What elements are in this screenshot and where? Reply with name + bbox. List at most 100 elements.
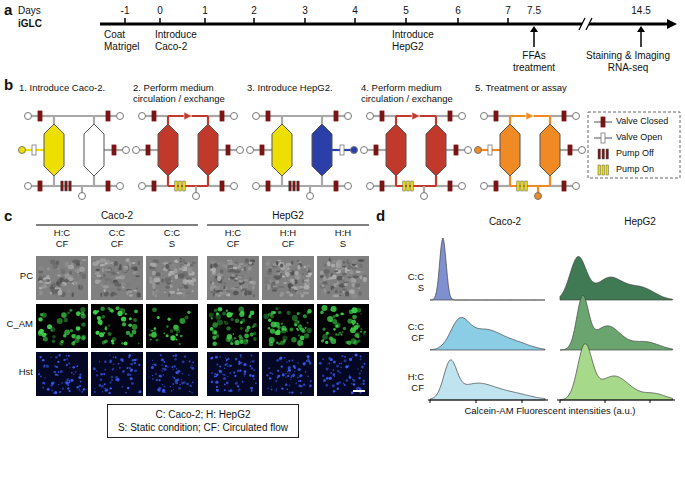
nucleus: [210, 358, 212, 360]
cell-speck: [345, 268, 348, 273]
micrograph-ground: [91, 304, 143, 348]
live-cell: [50, 327, 55, 332]
cell-speck: [240, 290, 242, 292]
live-cell: [100, 306, 105, 311]
event-arrow: [533, 31, 535, 47]
valve: [112, 145, 116, 155]
live-cell: [253, 323, 257, 327]
cell-speck: [169, 276, 172, 278]
nucleus: [61, 382, 63, 384]
cell-speck: [274, 275, 280, 279]
micrograph: [91, 256, 143, 300]
microfluidic-chip: [19, 111, 130, 200]
cell-speck: [272, 289, 277, 291]
live-cell: [176, 329, 180, 333]
axis-break: [586, 18, 592, 30]
cell-speck: [132, 272, 137, 274]
cell-speck: [178, 273, 184, 278]
pump: [525, 181, 527, 191]
port: [231, 113, 238, 120]
nucleus: [216, 389, 219, 392]
nucleus: [191, 365, 193, 367]
nucleus: [161, 371, 162, 372]
live-cell: [121, 342, 123, 344]
nucleus: [297, 362, 298, 363]
pump: [61, 181, 63, 191]
cell-speck: [135, 275, 140, 277]
live-cell: [103, 332, 105, 334]
cell-speck: [289, 293, 293, 296]
nucleus: [130, 363, 133, 366]
nucleus: [282, 374, 284, 376]
live-cell: [356, 308, 361, 313]
nucleus: [276, 359, 279, 362]
cell-speck: [54, 293, 58, 295]
live-cell: [357, 339, 360, 342]
live-cell: [286, 330, 288, 332]
nucleus: [134, 369, 137, 372]
nucleus: [164, 392, 166, 394]
nucleus: [268, 367, 270, 369]
live-cell: [281, 322, 284, 325]
nucleus: [68, 363, 70, 365]
nucleus: [159, 379, 161, 381]
microfluidic-chip: [361, 111, 472, 200]
micrograph: [36, 256, 88, 300]
live-cell: [80, 307, 85, 312]
live-cell: [341, 334, 343, 336]
nucleus: [325, 384, 328, 387]
cell-speck: [320, 271, 324, 275]
event-arrow: [640, 31, 642, 47]
nucleus: [253, 369, 255, 371]
cell-speck: [276, 261, 279, 265]
live-cell: [234, 337, 237, 340]
cell-speck: [210, 264, 212, 269]
nucleus: [160, 354, 162, 356]
cell-speck: [280, 291, 284, 296]
cell-speck: [79, 267, 85, 272]
nucleus: [174, 354, 177, 357]
cell-speck: [244, 266, 246, 271]
nucleus: [58, 384, 59, 385]
tick-label: 6: [455, 5, 461, 17]
cell-speck: [331, 286, 334, 291]
nucleus: [244, 375, 245, 376]
nucleus: [104, 369, 106, 371]
live-cell: [354, 325, 359, 330]
nucleus: [288, 360, 290, 362]
nucleus: [216, 373, 219, 376]
cell-speck: [320, 292, 326, 295]
valve: [448, 181, 452, 191]
nucleus: [292, 360, 294, 362]
nucleus: [255, 383, 257, 385]
legend-swatch: [594, 133, 612, 143]
channel: [549, 176, 551, 186]
port: [459, 183, 466, 190]
channel: [54, 185, 94, 187]
live-cell: [231, 318, 234, 321]
nucleus: [100, 373, 103, 376]
nucleus: [40, 376, 42, 378]
live-cell: [330, 309, 332, 311]
cell-speck: [104, 278, 110, 281]
cell-speck: [304, 266, 306, 269]
nucleus: [293, 376, 294, 377]
valve: [38, 181, 42, 191]
cell-speck: [51, 284, 53, 287]
cell-speck: [249, 261, 253, 264]
cell-speck: [181, 288, 186, 290]
live-cell: [222, 312, 226, 316]
nucleus: [291, 391, 293, 393]
nucleus: [159, 375, 162, 378]
live-cell: [340, 313, 343, 316]
live-cell: [109, 308, 113, 312]
cell-speck: [129, 262, 131, 267]
live-cell: [57, 318, 63, 324]
nucleus: [266, 374, 268, 376]
cell-speck: [149, 276, 152, 281]
legend-swatch-pump: [598, 165, 600, 175]
cell-speck: [270, 278, 276, 283]
nucleus: [349, 358, 352, 361]
nucleus: [298, 368, 301, 371]
nucleus: [226, 381, 229, 384]
